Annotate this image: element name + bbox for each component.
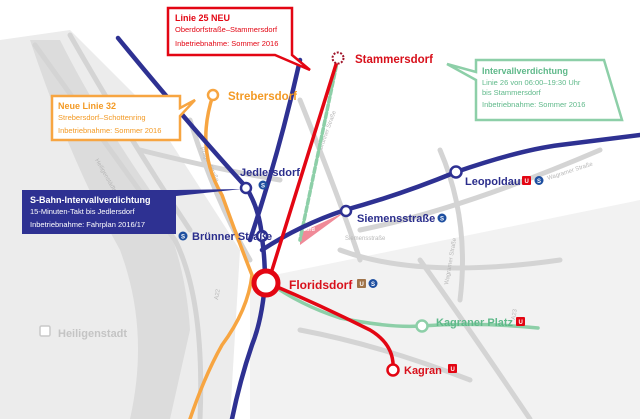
ubahn-logo-icon: U: [448, 364, 457, 373]
line-u6-blue: [247, 57, 303, 243]
label-strebersdorf: Strebersdorf: [228, 91, 297, 103]
street-label-siemens: Siemensstraße: [345, 236, 386, 242]
station-heiligenstadt-marker[interactable]: [39, 325, 51, 337]
station-jedlersdorf-marker[interactable]: [239, 181, 253, 195]
label-stammersdorf: Stammersdorf: [355, 54, 433, 66]
street-east: [337, 247, 563, 271]
label-kagraner-platz: Kagraner Platz: [436, 317, 514, 329]
stations: [39, 51, 463, 377]
svg-text:U: U: [525, 179, 529, 185]
district-area-east: [250, 200, 640, 419]
callout-linie25-box: [166, 6, 311, 72]
label-jedlersdorf: Jedlersdorf: [240, 167, 300, 179]
ubahn-logo-icon: U: [357, 279, 366, 288]
callout-intervall: Intervallverdichtung Linie 26 von 06:00–…: [446, 58, 624, 122]
station-strebersdorf-marker[interactable]: [206, 88, 220, 102]
callout-intervall-line3: Inbetriebnahme: Sommer 2016: [482, 100, 585, 109]
label-floridsdorf: Floridsdorf: [289, 278, 353, 292]
callout-linie25-line1: Oberdorfstraße–Stammersdorf: [175, 25, 278, 34]
street-label-a23: A23: [511, 308, 519, 320]
sbahn-logo-icon: S: [437, 213, 447, 223]
callout-sbahn-line2: Inbetriebnahme: Fahrplan 2016/17: [30, 220, 145, 229]
callout-linie32-line1: Strebersdorf–Schottenring: [58, 113, 146, 122]
street-kagraner: [437, 147, 465, 303]
callout-linie25-title: Linie 25 NEU: [175, 13, 230, 23]
station-stammersdorf-marker[interactable]: [331, 51, 345, 65]
callout-linie32-line2: Inbetriebnahme: Sommer 2016: [58, 126, 161, 135]
callout-intervall-line2: bis Stammersdorf: [482, 88, 542, 97]
callout-linie32-title: Neue Linie 32: [58, 101, 116, 111]
station-bruenner-marker[interactable]: [255, 229, 269, 243]
callout-linie25: Linie 25 NEU Oberdorfstraße–Stammersdorf…: [166, 6, 311, 72]
label-heiligenstadt: Heiligenstadt: [58, 328, 127, 340]
callout-sbahn-title: S-Bahn-Intervallverdichtung: [30, 195, 151, 205]
line-26-green-extension: [298, 56, 340, 242]
svg-text:U: U: [519, 320, 523, 326]
sbahn-logo-icon: S: [178, 231, 188, 241]
street-north: [137, 147, 283, 183]
svg-text:S: S: [537, 179, 541, 185]
ubahn-logo-icon: U: [516, 317, 525, 326]
line-32-orange: [188, 93, 254, 419]
station-kagraner-platz-marker[interactable]: [415, 319, 429, 333]
callout-sbahn-box: [22, 189, 242, 234]
label-bruenner: Brünner Straße: [192, 231, 272, 243]
label-siemens: Siemensstraße: [357, 213, 435, 225]
station-siemens-marker[interactable]: [339, 204, 353, 218]
street-a23: [417, 257, 533, 419]
street-bruenner: [297, 97, 363, 263]
svg-text:S: S: [181, 235, 185, 241]
sbahn-logo-icon: S: [258, 180, 268, 190]
callout-linie32-box: [50, 94, 196, 142]
callout-intervall-box: [446, 58, 624, 122]
kh-nord-label-2: Nord: [302, 227, 315, 233]
station-kagran-marker[interactable]: [386, 363, 400, 377]
sbahn-logo-icon: S: [368, 279, 378, 288]
street-label-a22: A22: [214, 288, 222, 300]
callout-sbahn: S-Bahn-Intervallverdichtung 15-Minuten-T…: [22, 189, 242, 234]
line-26-green: [266, 280, 540, 330]
callout-linie32: Neue Linie 32 Strebersdorf–Schottenring …: [50, 94, 196, 142]
label-kagran: Kagran: [404, 365, 442, 377]
sbahn-logo-icon: S: [534, 176, 544, 185]
line-25-red-south: [266, 281, 395, 372]
label-leopoldau: Leopoldau: [465, 176, 521, 188]
ubahn-logo-icon: U: [522, 176, 531, 185]
station-labels: Stammersdorf Strebersdorf Jedlersdorf Br…: [58, 54, 521, 377]
street-wagramer: [357, 147, 603, 233]
svg-text:U: U: [360, 282, 364, 288]
callout-intervall-title: Intervallverdichtung: [482, 66, 568, 76]
line-sbahn-blue-south: [229, 280, 268, 419]
kh-nord-area: [300, 212, 345, 245]
callout-intervall-line1: Linie 26 von 06:00–19:30 Uhr: [482, 78, 581, 87]
svg-text:S: S: [261, 184, 265, 190]
callout-linie25-line2: Inbetriebnahme: Sommer 2016: [175, 39, 278, 48]
line-sbahn-blue-east: [259, 132, 640, 253]
callout-sbahn-line1: 15-Minuten-Takt bis Jedlersdorf: [30, 207, 136, 216]
station-floridsdorf-marker[interactable]: [251, 268, 281, 298]
svg-text:S: S: [371, 282, 375, 288]
transit-logos: U S S S S U S U: [178, 176, 544, 373]
svg-text:U: U: [451, 367, 455, 373]
line-25-red-north: [266, 56, 340, 285]
svg-text:S: S: [440, 217, 444, 223]
station-leopoldau-marker[interactable]: [449, 165, 463, 179]
